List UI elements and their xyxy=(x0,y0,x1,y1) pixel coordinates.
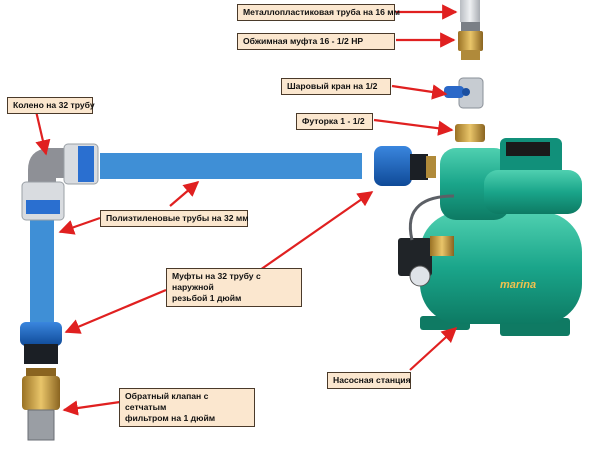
crimp-coupling-part xyxy=(458,22,483,60)
coupling-right xyxy=(374,146,436,186)
arrow-pe-pipe-left xyxy=(58,216,101,235)
metal-plastic-pipe xyxy=(460,0,480,22)
label-check-valve: Обратный клапан с сетчатым фильтром на 1… xyxy=(119,388,255,427)
label-metal-plastic-pipe: Металлопластиковая труба на 16 мм xyxy=(237,4,400,21)
arrow-pe-pipe-up xyxy=(169,180,200,207)
label-couplings: Муфты на 32 трубу с наружной резьбой 1 д… xyxy=(166,268,302,307)
coupling-bottom xyxy=(20,322,62,364)
arrow-elbow xyxy=(34,110,51,156)
arrow-pump-station xyxy=(409,326,458,371)
pe-pipe-horizontal xyxy=(100,153,362,179)
label-crimp-coupling: Обжимная муфта 16 - 1/2 НР xyxy=(237,33,395,50)
bushing-part xyxy=(455,124,485,142)
ball-valve-part xyxy=(444,77,484,109)
label-elbow: Колено на 32 трубу xyxy=(7,97,95,114)
label-bushing: Футорка 1 - 1/2 xyxy=(296,113,373,130)
label-pe-pipes: Полиэтиленовые трубы на 32 мм xyxy=(100,210,249,227)
pe-pipe-vertical xyxy=(30,219,54,322)
arrow-coupling-right xyxy=(259,191,374,271)
pump-brand-logo: marina xyxy=(500,279,536,291)
pump-station: marina xyxy=(398,138,582,336)
arrow-coupling-bottom xyxy=(64,288,167,334)
label-ball-valve: Шаровый кран на 1/2 xyxy=(281,78,391,95)
arrows xyxy=(34,4,458,416)
arrow-check-valve xyxy=(62,400,121,416)
elbow-part xyxy=(21,143,99,221)
label-pump-station: Насосная станция xyxy=(327,372,411,389)
arrow-ball-valve xyxy=(391,84,448,100)
check-valve-part xyxy=(22,368,60,441)
arrow-bushing xyxy=(373,118,454,136)
